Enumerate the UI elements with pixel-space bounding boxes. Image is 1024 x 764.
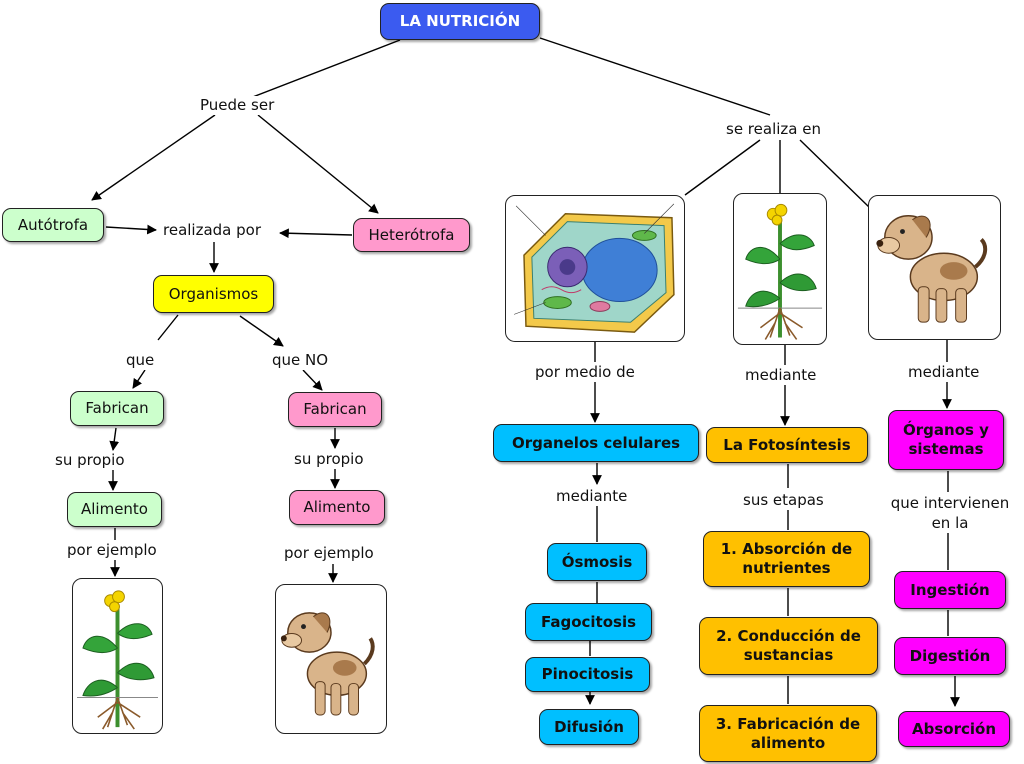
- link-su-propio-right: su propio: [292, 450, 366, 469]
- etapa1-node[interactable]: 1. Absorción de nutrientes: [703, 531, 870, 587]
- plant-picture-right: [733, 193, 827, 345]
- link-por-ejemplo-right: por ejemplo: [282, 544, 376, 563]
- absorcion-node[interactable]: Absorción: [898, 711, 1010, 747]
- link-realizada-por: realizada por: [161, 221, 264, 240]
- etapa2-node[interactable]: 2. Conducción de sustancias: [699, 617, 878, 675]
- link-mediante-right: mediante: [906, 363, 982, 382]
- ingestion-node[interactable]: Ingestión: [894, 571, 1006, 609]
- plant-icon: [77, 590, 158, 730]
- link-su-propio-left: su propio: [53, 451, 127, 470]
- link-que-no: que NO: [270, 351, 331, 370]
- plant-cell-icon: [514, 203, 675, 333]
- fagocitosis-node[interactable]: Fagocitosis: [525, 603, 652, 641]
- link-puede-ser: Puede ser: [198, 96, 277, 115]
- organos-node[interactable]: Órganos y sistemas: [888, 410, 1004, 470]
- organelos-node[interactable]: Organelos celulares: [493, 424, 699, 462]
- difusion-node[interactable]: Difusión: [539, 709, 639, 745]
- link-que-intervienen: que intervienen en la: [880, 493, 1020, 533]
- alimento-node-left[interactable]: Alimento: [67, 492, 162, 527]
- title-node[interactable]: LA NUTRICIÓN: [380, 3, 540, 40]
- alimento-node-right[interactable]: Alimento: [289, 490, 385, 525]
- plant-icon: [737, 203, 823, 340]
- plant-picture-left: [72, 578, 163, 734]
- autotrofa-node[interactable]: Autótrofa: [2, 208, 104, 242]
- link-que: que: [124, 351, 157, 370]
- link-por-ejemplo-left: por ejemplo: [65, 541, 159, 560]
- fotosintesis-node[interactable]: La Fotosíntesis: [706, 427, 868, 463]
- digestion-node[interactable]: Digestión: [894, 637, 1006, 675]
- pinocitosis-node[interactable]: Pinocitosis: [525, 657, 650, 692]
- fabrican-node-right[interactable]: Fabrican: [288, 392, 382, 427]
- dog-icon: [876, 215, 988, 323]
- etapa3-node[interactable]: 3. Fabricación de alimento: [699, 705, 877, 762]
- heterotrofa-node[interactable]: Heterótrofa: [353, 218, 470, 252]
- dog-icon: [280, 612, 375, 716]
- osmosis-node[interactable]: Ósmosis: [547, 543, 647, 581]
- link-mediante-center: mediante: [743, 366, 819, 385]
- cell-picture: [505, 195, 685, 342]
- link-sus-etapas: sus etapas: [741, 491, 826, 510]
- link-por-medio-de: por medio de: [533, 363, 637, 382]
- link-mediante-left: mediante: [554, 487, 630, 506]
- dog-picture-left: [275, 584, 387, 734]
- dog-picture-right: [868, 195, 1001, 340]
- link-se-realiza-en: se realiza en: [724, 120, 823, 139]
- fabrican-node-left[interactable]: Fabrican: [70, 391, 164, 426]
- organismos-node[interactable]: Organismos: [153, 275, 274, 313]
